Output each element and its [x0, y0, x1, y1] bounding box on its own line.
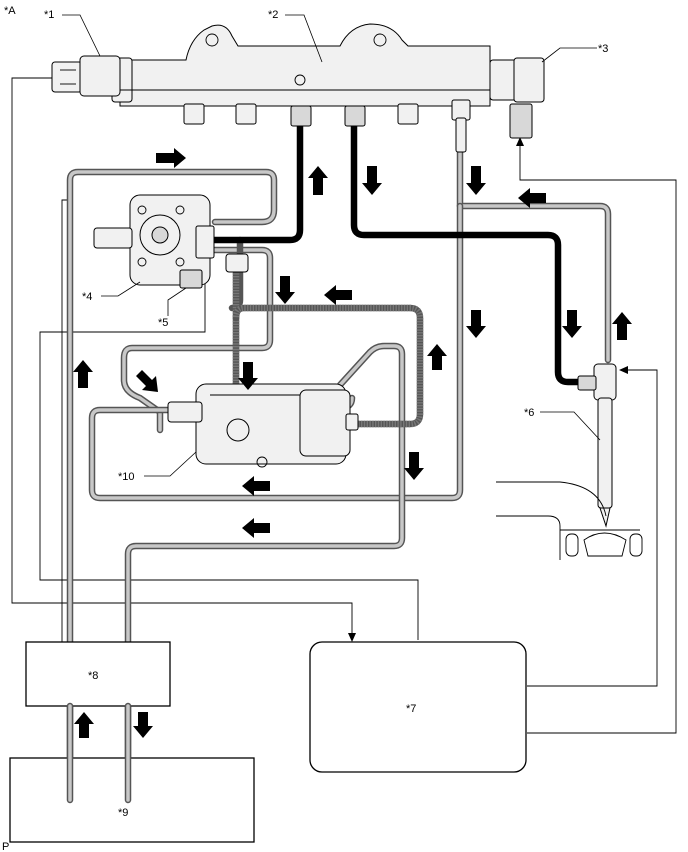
- arrow-up-filter: [74, 712, 94, 738]
- arrow-down-feed: [275, 276, 295, 304]
- return-lines: [66, 146, 612, 804]
- label-6: *6: [524, 407, 534, 419]
- arrow-left-bottom-loop: [242, 476, 270, 496]
- injector: [496, 363, 643, 560]
- pressure-limiter: [51, 55, 121, 97]
- label-1: *1: [44, 9, 54, 21]
- arrow-up-suction: [73, 360, 93, 388]
- rail-pressure-sensor: [489, 57, 545, 139]
- arrow-up-hp: [308, 166, 328, 195]
- arrow-left-tank-return: [242, 518, 270, 538]
- arrow-down-hp-2: [562, 310, 582, 338]
- fuel-tank-box: [9, 757, 255, 843]
- ecm-box: [309, 641, 527, 773]
- arrow-down-return: [466, 166, 486, 195]
- label-7: *7: [406, 703, 416, 715]
- arrow-diag-feed: [136, 370, 158, 392]
- label-2: *2: [268, 9, 278, 21]
- label-9: *9: [118, 807, 128, 819]
- label-4: *4: [82, 291, 92, 303]
- arrow-down-overflow: [238, 362, 258, 390]
- fuel-filter-box: [25, 641, 171, 707]
- label-8: *8: [88, 670, 98, 682]
- high-pressure-lines: [206, 118, 586, 386]
- injection-pump: [167, 383, 359, 468]
- arrow-right-top: [156, 148, 186, 168]
- label-5: *5: [158, 317, 168, 329]
- arrow-down-return-2: [466, 310, 486, 338]
- labels: *A *1 *2 *3 *4 *5 *6 *7 *8 *9 *10 P: [2, 5, 608, 852]
- label-3: *3: [598, 43, 608, 55]
- figure-label: *A: [4, 5, 16, 17]
- arrow-down-pump-return: [404, 452, 424, 480]
- arrow-up-pump-return: [427, 344, 447, 370]
- rail-outlets: [183, 99, 471, 153]
- supply-pump: [93, 194, 249, 289]
- label-10: *10: [118, 471, 135, 483]
- leader-lines: [62, 14, 601, 477]
- arrow-down-tank: [133, 712, 153, 738]
- arrow-down-hp: [362, 166, 382, 195]
- arrow-left-return: [518, 188, 546, 208]
- arrow-up-injector-return: [612, 312, 632, 340]
- bottom-label: P: [2, 841, 9, 852]
- flow-arrows: [73, 148, 632, 738]
- arrow-left-overflow: [324, 285, 352, 305]
